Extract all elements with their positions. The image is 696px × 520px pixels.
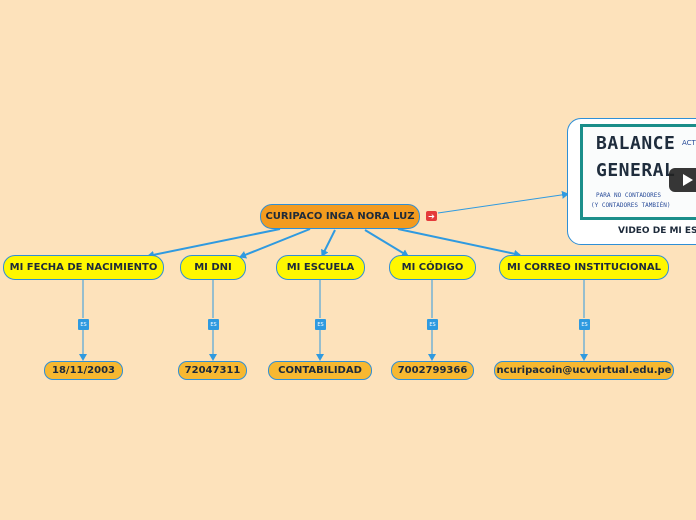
connector-central-correo [397, 228, 521, 258]
connector-central-codigo [364, 229, 409, 257]
value-label: 72047311 [184, 365, 241, 376]
value-label: ncuripacoin@ucvvirtual.edu.pe [496, 365, 672, 376]
category-label: MI CÓDIGO [401, 262, 464, 273]
video-caption: VIDEO DE MI ESCUELA [618, 226, 696, 236]
value-label: CONTABILIDAD [278, 365, 362, 376]
connector-central-escuela [321, 229, 336, 257]
category-codigo[interactable]: MI CÓDIGO [389, 255, 476, 280]
category-label: MI ESCUELA [286, 262, 355, 273]
play-icon[interactable] [669, 168, 696, 192]
value-correo-institucional[interactable]: ncuripacoin@ucvvirtual.edu.pe [494, 361, 674, 380]
thumbnail-title-line1: BALANCE [596, 133, 676, 154]
category-dni[interactable]: MI DNI [180, 255, 246, 280]
link-label-es[interactable]: ES [315, 319, 326, 330]
central-topic[interactable]: CURIPACO INGA NORA LUZ [260, 204, 420, 229]
thumbnail-title-line2: GENERAL [596, 160, 676, 181]
video-card[interactable]: BALANCE GENERAL PARA NO CONTADORES (Y CO… [567, 118, 696, 245]
value-label: 7002799366 [397, 365, 468, 376]
value-escuela[interactable]: CONTABILIDAD [268, 361, 372, 380]
connector-central-fecha [147, 228, 281, 259]
thumbnail-subtitle-line1: PARA NO CONTADORES [596, 192, 662, 199]
value-fecha-de-nacimiento[interactable]: 18/11/2003 [44, 361, 123, 380]
value-label: 18/11/2003 [52, 365, 115, 376]
central-topic-label: CURIPACO INGA NORA LUZ [265, 211, 415, 222]
connector-central-video [437, 190, 569, 214]
category-label: MI FECHA DE NACIMIENTO [9, 262, 158, 273]
video-thumbnail[interactable]: BALANCE GENERAL PARA NO CONTADORES (Y CO… [580, 124, 696, 220]
category-escuela[interactable]: MI ESCUELA [276, 255, 365, 280]
link-label-es[interactable]: ES [208, 319, 219, 330]
link-label-es[interactable]: ES [78, 319, 89, 330]
connector-central-dni [239, 228, 311, 259]
attachment-icon[interactable]: ➔ [426, 211, 437, 221]
thumbnail-subtitle-line2: (Y CONTADORES TAMBIÉN) [591, 202, 671, 209]
thumbnail-side-text: ACTI [682, 139, 696, 147]
link-label-es[interactable]: ES [579, 319, 590, 330]
value-codigo[interactable]: 7002799366 [391, 361, 474, 380]
category-fecha-de-nacimiento[interactable]: MI FECHA DE NACIMIENTO [3, 255, 164, 280]
category-label: MI DNI [194, 262, 232, 273]
category-correo-institucional[interactable]: MI CORREO INSTITUCIONAL [499, 255, 669, 280]
link-label-es[interactable]: ES [427, 319, 438, 330]
value-dni[interactable]: 72047311 [178, 361, 247, 380]
category-label: MI CORREO INSTITUCIONAL [506, 262, 662, 273]
